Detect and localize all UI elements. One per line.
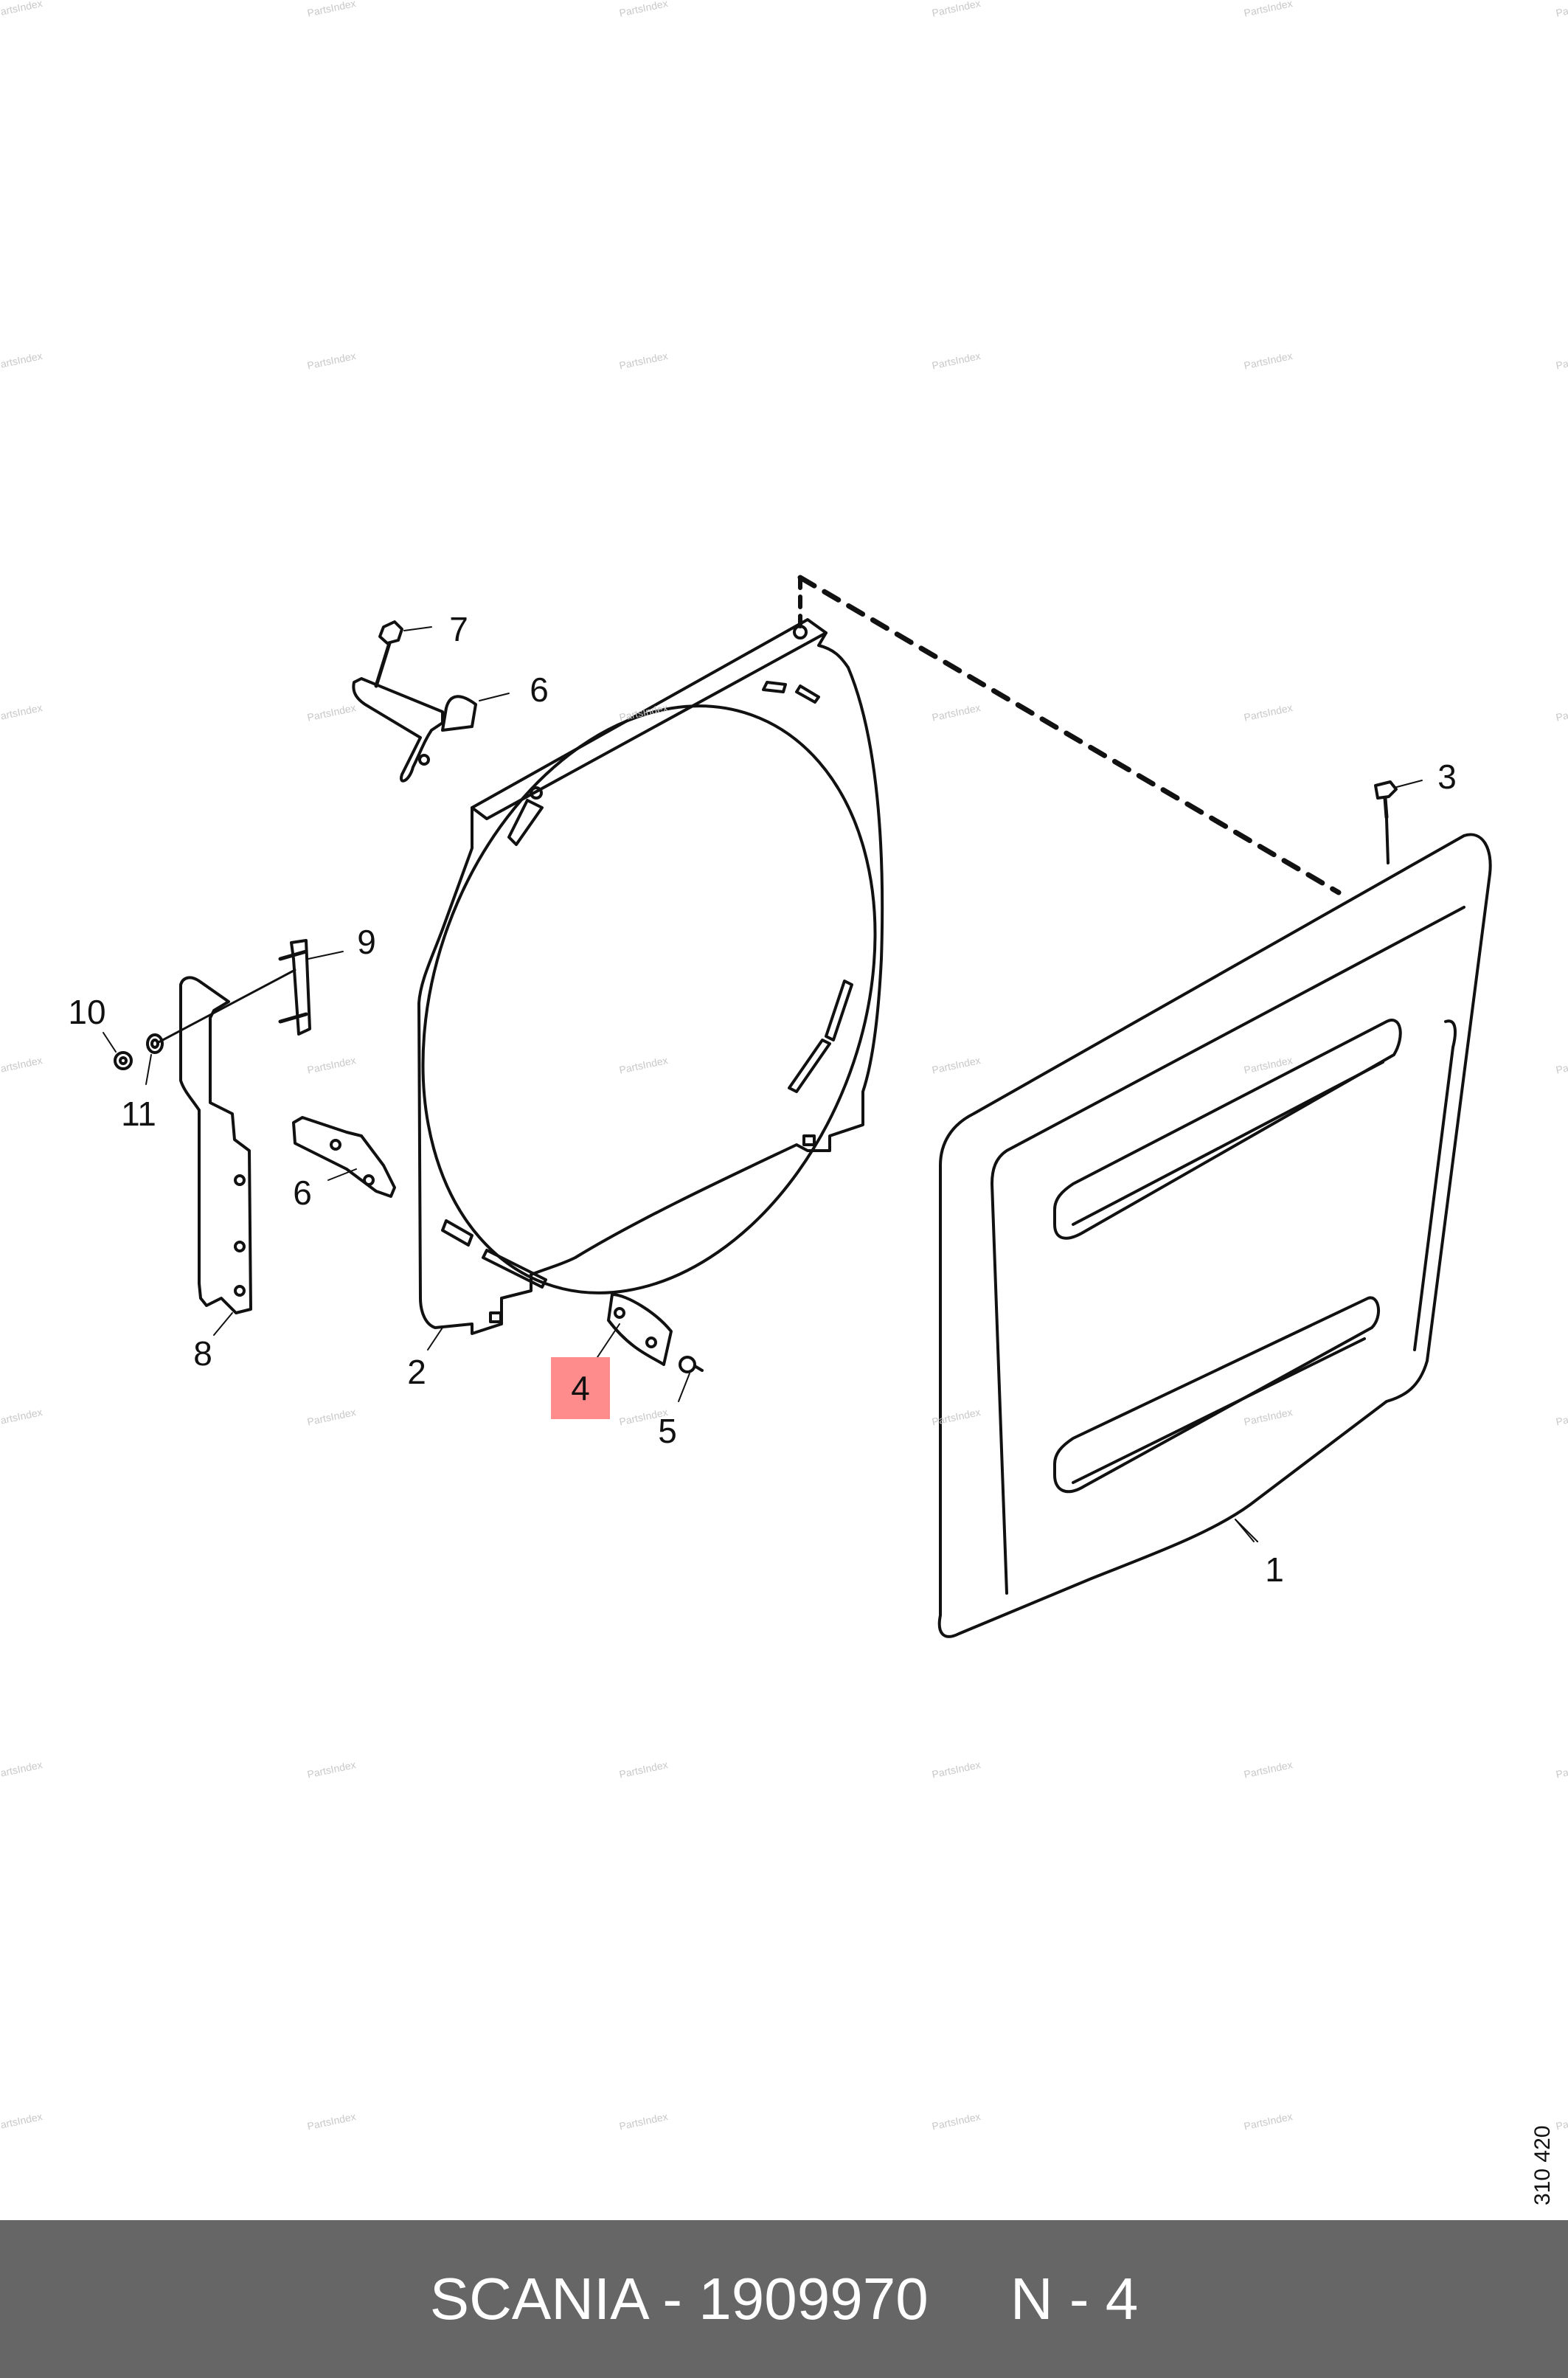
part-8-vertical-bracket — [179, 976, 252, 1314]
callout-7[interactable]: 7 — [449, 610, 468, 648]
footer-bar: SCANIA - 1909970 N - 4 — [0, 2220, 1568, 2378]
part-6-lower-bracket — [292, 1116, 396, 1198]
callout-11[interactable]: 11 — [121, 1095, 156, 1133]
part-3-screw — [1374, 780, 1398, 864]
fan-opening — [421, 704, 877, 1294]
callout-8[interactable]: 8 — [193, 1334, 212, 1373]
part-4-bracket — [607, 1293, 673, 1366]
part-10-nut — [114, 1051, 133, 1070]
parts-drawing — [103, 575, 1492, 1638]
callout-4[interactable]: 4 — [571, 1369, 590, 1407]
drawing-reference-number: 310 420 — [1530, 2125, 1555, 2205]
part-6-upper-bracket — [352, 677, 477, 783]
part-5-nut — [679, 1356, 704, 1373]
alignment-dashed-line — [797, 575, 1342, 895]
part-9-stud-bracket — [278, 939, 311, 1036]
leader-lines — [103, 626, 1423, 1542]
callout-9[interactable]: 9 — [357, 923, 376, 961]
callout-10[interactable]: 10 — [68, 993, 106, 1031]
callout-3[interactable]: 3 — [1437, 758, 1457, 796]
callout-2[interactable]: 2 — [407, 1353, 426, 1391]
part-1-cover-panel — [937, 833, 1492, 1638]
footer-part-number: SCANIA - 1909970 N - 4 — [429, 2266, 1139, 2332]
part-2-fan-shroud — [417, 618, 884, 1335]
callout-6-upper[interactable]: 6 — [530, 670, 549, 709]
part-7-bolt — [374, 620, 403, 688]
highlight-box-part-4 — [551, 1357, 610, 1419]
callout-5[interactable]: 5 — [658, 1412, 677, 1450]
part-11-washer — [146, 1033, 164, 1054]
callout-6-lower[interactable]: 6 — [293, 1174, 312, 1212]
callout-1[interactable]: 1 — [1265, 1550, 1284, 1589]
